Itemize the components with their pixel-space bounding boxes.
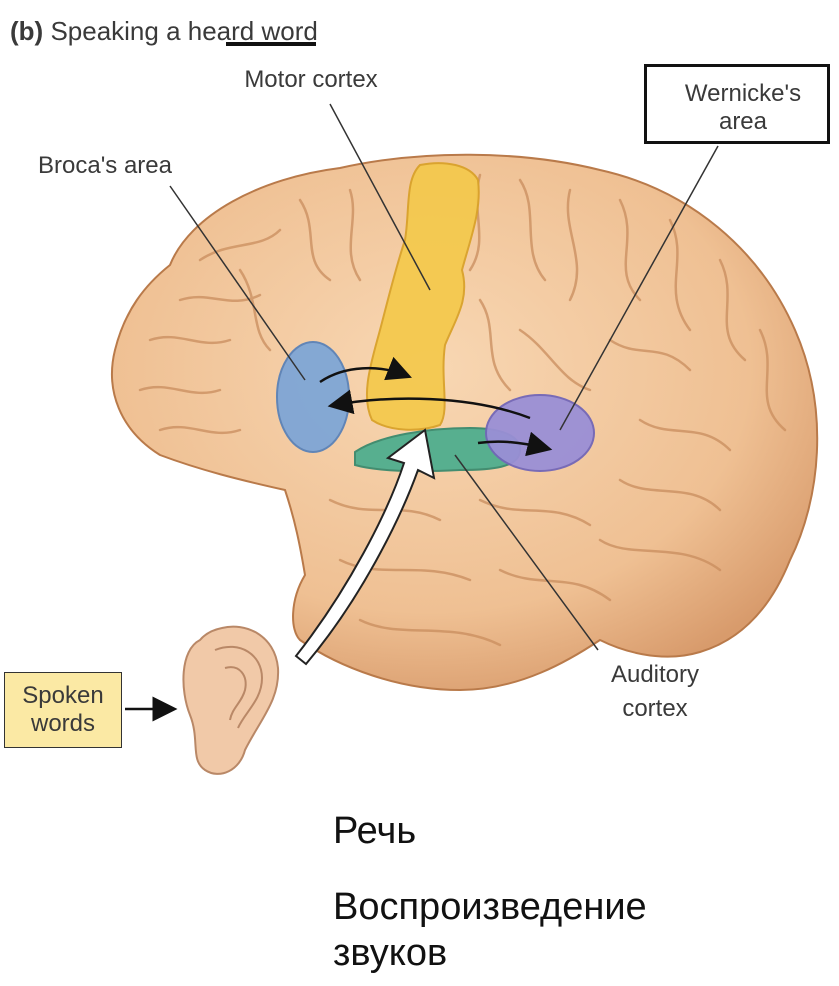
wernickes-label-line1: Wernicke's [668,80,818,108]
spoken-words-box: Spoken words [4,672,122,748]
brocas-area-region [277,342,349,452]
wernickes-label-line2: area [668,108,818,136]
spoken-label-line2: words [31,710,95,738]
wernickes-area-label: Wernicke's area [668,80,818,136]
auditory-label-line2: cortex [580,692,730,726]
spoken-label-line1: Spoken [22,682,103,710]
wernickes-area-region [486,395,594,471]
auditory-cortex-label: Auditory cortex [580,658,730,726]
figure-title-text-1: Speaking a [50,16,187,46]
auditory-label-line1: Auditory [580,658,730,692]
title-underline [226,42,316,46]
figure-title-prefix: (b) [10,16,43,46]
caption-playback-line2: звуков [333,930,647,976]
ear-icon [183,627,278,774]
caption-speech: Речь [333,808,416,854]
motor-cortex-label: Motor cortex [206,66,416,94]
brocas-area-label: Broca's area [38,152,238,180]
caption-playback-line1: Воспроизведение [333,884,647,930]
caption-sound-playback: Воспроизведение звуков [333,884,647,976]
